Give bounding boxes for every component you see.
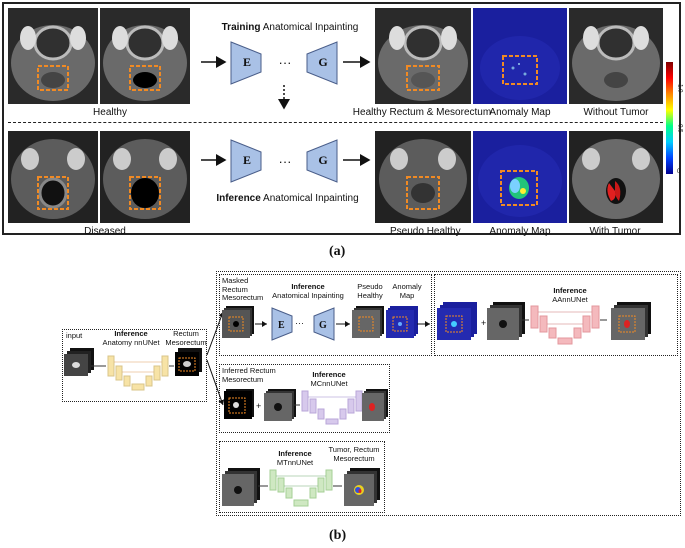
input-label: input [66, 331, 83, 340]
aa-generator: G [319, 320, 327, 331]
diseased-masked-mri [100, 131, 190, 223]
pseudo-healthy-mri [375, 131, 471, 223]
aannunet-subtitle: AAnnUNet [552, 295, 588, 304]
anatomy-nnunet-box [62, 329, 207, 402]
diseased-label: Diseased [84, 226, 126, 237]
mcnnunet-box [219, 364, 390, 433]
inference-title-bold: Inference [216, 193, 261, 204]
inference-title: Inference Anatomical Inpainting [200, 193, 375, 204]
panel-a [2, 2, 681, 235]
generator-label-train: G [318, 55, 328, 69]
anatomy-nnunet-diagram [64, 348, 202, 391]
mtnnunet-diagram [222, 468, 380, 507]
mt-output-label: Tumor, Rectum Mesorectum [328, 445, 380, 463]
pseudo-healthy-label: Pseudo Healthy [390, 226, 461, 237]
without-tumor-label: Without Tumor [583, 107, 649, 118]
inpainting-branch-box [219, 274, 432, 356]
training-network-diagram [201, 41, 371, 110]
aa-encoder: E [278, 320, 285, 331]
healthy-masked-mri [100, 8, 190, 104]
healthy-rectum-label: Healthy Rectum & Mesorectum [352, 107, 492, 118]
mt-subtitle: MTnnUNet [276, 458, 314, 467]
generator-label-infer: G [318, 153, 328, 167]
colorbar-tick-05: 0.5 [676, 124, 683, 133]
caption-b: (b) [329, 528, 347, 543]
without-tumor-mri [569, 8, 663, 104]
anomaly-label: Anomaly Map [392, 282, 422, 300]
first-output-label: Rectum Mesorectum [165, 329, 207, 347]
aa-subtitle: Anatomical Inpainting [272, 291, 344, 300]
aannunet-title: Inference [553, 286, 587, 295]
anomaly-map-label-infer: Anomaly Map [489, 226, 551, 237]
branch-arrows [206, 311, 225, 406]
with-tumor-mri [569, 131, 663, 223]
svg-text:···: ··· [295, 318, 304, 328]
with-tumor-label: With Tumor [589, 226, 641, 237]
mc-plus: + [256, 401, 261, 411]
inference-network-diagram [201, 139, 371, 183]
encoder-label-train: E [242, 55, 251, 69]
mt-title: Inference [278, 449, 312, 458]
inferred-label: Inferred Rectum Mesorectum [222, 366, 276, 384]
mtnnunet-box [219, 441, 385, 513]
healthy-mri-1 [8, 8, 98, 104]
healthy-label: Healthy [93, 107, 127, 118]
anomaly-map-train [473, 8, 567, 104]
diseased-mri-1 [8, 131, 98, 223]
inpainting-branch-diagram: E ··· G [222, 306, 430, 341]
anomaly-map-label-train: Anomaly Map [489, 107, 551, 118]
caption-a: (a) [329, 244, 346, 259]
aannunet-diagram: + [437, 302, 651, 345]
healthy-rectum-mri [375, 8, 471, 104]
masked-label: Masked Rectum Mesorectum [222, 276, 264, 302]
dots-train: ··· [278, 55, 292, 70]
colorbar-tick-0: 0 [677, 169, 681, 175]
row-divider [8, 122, 663, 123]
training-title: Training Anatomical Inpainting [210, 22, 370, 33]
anatomy-subtitle: Anatomy nnUNet [102, 338, 160, 347]
inference-title-rest: Anatomical Inpainting [260, 193, 359, 204]
anatomy-title: Inference [114, 329, 148, 338]
pseudo-label: Pseudo Healthy [357, 282, 383, 300]
training-title-bold: Training [221, 22, 261, 33]
mcnnunet-diagram: + [224, 389, 388, 425]
encoder-label-infer: E [242, 153, 251, 167]
mc-subtitle: MCnnUNet [310, 379, 348, 388]
aa-title: Inference [291, 282, 325, 291]
training-title-rest: Anatomical Inpainting [260, 22, 359, 33]
aa-plus: + [481, 318, 486, 328]
anomaly-map-infer [473, 131, 567, 223]
dots-infer: ··· [278, 154, 292, 169]
colorbar-tick-1: 1.0 [676, 84, 683, 93]
aannunet-box [434, 274, 678, 356]
inference-branches-box [216, 271, 681, 516]
colorbar [666, 62, 673, 174]
mc-title: Inference [312, 370, 346, 379]
